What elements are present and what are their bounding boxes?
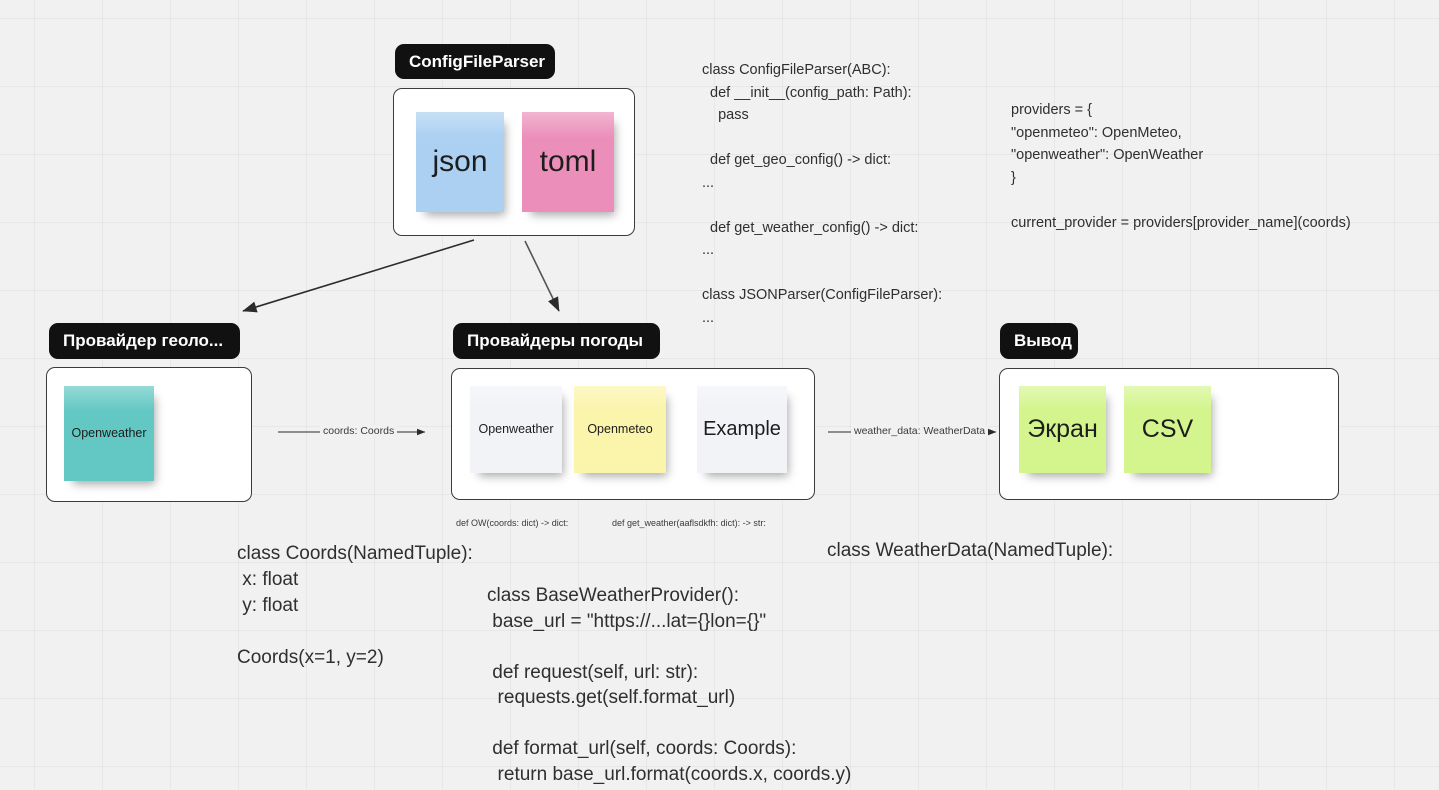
frame-title-label: ConfigFileParser bbox=[409, 51, 546, 71]
sticky-note-label: Openweather bbox=[71, 426, 147, 441]
sticky-note-label: Openweather bbox=[478, 422, 554, 437]
edge-parser-to-geo bbox=[242, 239, 475, 313]
sticky-note-screen[interactable]: Экран bbox=[1019, 386, 1106, 473]
frame-title-label: Провайдеры погоды bbox=[467, 331, 643, 350]
frame-title-weather-providers[interactable]: Провайдеры погоды bbox=[453, 323, 660, 359]
frame-title-output[interactable]: Вывод bbox=[1000, 323, 1078, 359]
edge-label-weather-data: weather_data: WeatherData bbox=[851, 425, 989, 437]
frame-title-geo-provider[interactable]: Провайдер геоло... bbox=[49, 323, 240, 359]
code-coords-namedtuple: class Coords(NamedTuple): x: float y: fl… bbox=[237, 543, 473, 668]
sticky-note-label: CSV bbox=[1141, 415, 1194, 444]
edge-parser-to-weather bbox=[524, 240, 560, 312]
sticky-note-label: Экран bbox=[1027, 415, 1098, 444]
frame-output[interactable]: Экран CSV bbox=[999, 368, 1339, 500]
code-base-weather-provider: class BaseWeatherProvider(): base_url = … bbox=[487, 585, 852, 785]
sticky-note-weather-openmeteo[interactable]: Openmeteo bbox=[574, 386, 666, 473]
sticky-note-geo-openweather[interactable]: Openweather bbox=[64, 386, 154, 481]
sticky-note-weather-example[interactable]: Example bbox=[697, 386, 787, 473]
sticky-note-toml[interactable]: toml bbox=[522, 112, 614, 212]
sticky-note-label: Openmeteo bbox=[587, 422, 653, 437]
frame-title-config-file-parser[interactable]: ConfigFileParser bbox=[395, 44, 555, 79]
code-providers-dict: providers = { "openmeteo": OpenMeteo, "o… bbox=[1011, 102, 1351, 231]
code-ow-signature: def OW(coords: dict) -> dict: bbox=[456, 518, 569, 528]
frame-title-label: Вывод bbox=[1014, 331, 1072, 350]
frame-geo-provider[interactable]: Openweather bbox=[46, 367, 252, 502]
code-config-parser-abc: class ConfigFileParser(ABC): def __init_… bbox=[702, 62, 943, 326]
frame-title-label: Провайдер геоло... bbox=[63, 331, 224, 350]
sticky-note-label: Example bbox=[703, 418, 781, 440]
frame-weather-providers[interactable]: Openweather Openmeteo Example bbox=[451, 368, 815, 500]
sticky-note-csv[interactable]: CSV bbox=[1124, 386, 1211, 473]
edge-label-coords: coords: Coords bbox=[320, 425, 398, 437]
sticky-note-weather-openweather[interactable]: Openweather bbox=[470, 386, 562, 473]
code-weather-data-namedtuple: class WeatherData(NamedTuple): bbox=[827, 540, 1114, 561]
sticky-note-json[interactable]: json bbox=[416, 112, 504, 212]
sticky-note-label: toml bbox=[539, 144, 597, 178]
sticky-note-label: json bbox=[432, 144, 488, 178]
code-get-weather-signature: def get_weather(aaflsdkfh: dict): -> str… bbox=[612, 518, 766, 528]
frame-config-file-parser[interactable]: json toml bbox=[393, 88, 635, 236]
